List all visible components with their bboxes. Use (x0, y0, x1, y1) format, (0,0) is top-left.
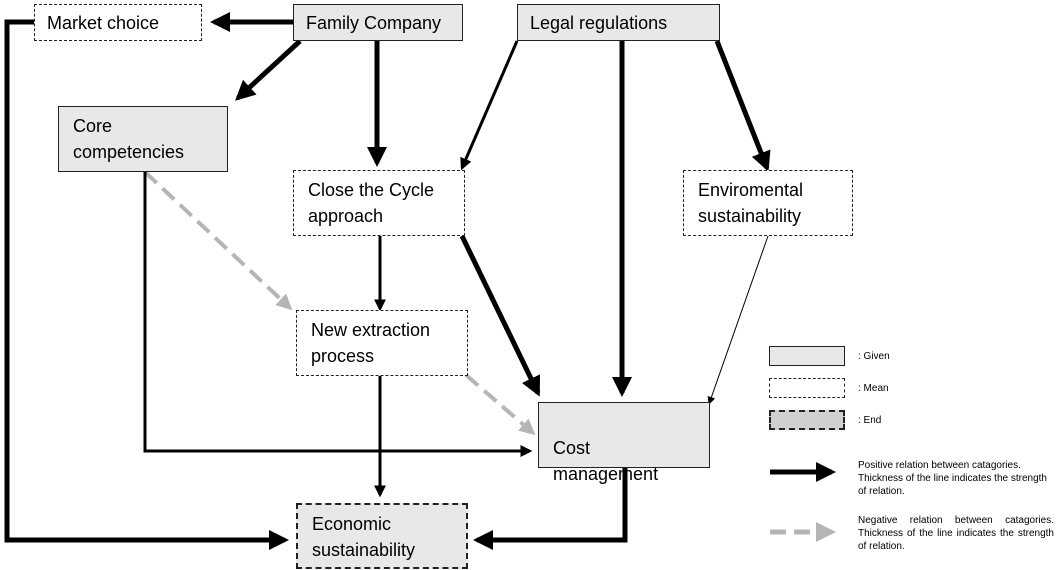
legend-negative-text: Negative relation between catagories. Th… (858, 515, 1054, 552)
edge-core-to-extraction-negative (143, 170, 293, 311)
legend-end-swatch (769, 410, 845, 430)
node-core-competencies: Core competencies (58, 106, 228, 172)
edge-market-to-economic (4, 19, 289, 550)
legend-positive-text: Positive relation between catagories. Th… (858, 460, 1047, 497)
edge-legal-to-close-cycle (460, 40, 519, 171)
edge-close-cycle-to-cost (459, 234, 541, 397)
legend-given-swatch (769, 346, 845, 366)
node-cost-management: Cost management (538, 402, 710, 484)
node-new-extraction-process: New extraction process (296, 310, 468, 376)
legend-mean-label: : Mean (858, 383, 889, 394)
node-enviromental-sustainability: Enviromental sustainability (683, 170, 853, 236)
node-close-the-cycle: Close the Cycle approach (293, 170, 465, 236)
edge-family-to-core (235, 39, 302, 101)
edge-core-to-cost (143, 172, 533, 457)
edge-enviromental-to-cost (707, 235, 769, 405)
node-economic-sustainability: Economic sustainability (296, 503, 468, 569)
legend-given-label: : Given (858, 351, 890, 362)
edge-extraction-to-cost-negative (464, 373, 536, 436)
legend-mean-swatch (769, 378, 845, 398)
node-family-company: Family Company (293, 4, 463, 41)
node-market-choice: Market choice (34, 4, 202, 41)
legend-end-label: : End (858, 415, 882, 426)
edge-cost-to-economic (473, 468, 628, 550)
edge-legal-to-enviromental (714, 40, 771, 172)
node-legal-regulations: Legal regulations (517, 4, 720, 41)
